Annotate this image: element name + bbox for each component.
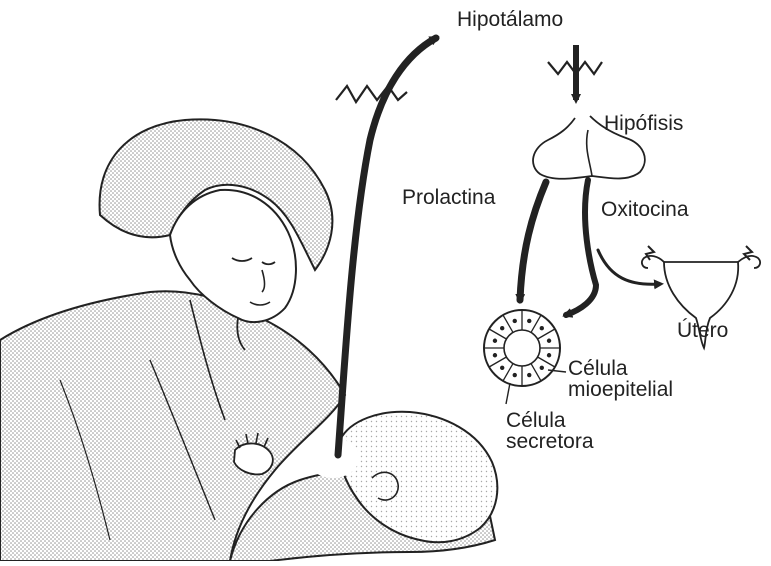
alveolus-cell-nucleus <box>500 366 504 370</box>
alveolus-cell-nucleus <box>547 353 551 357</box>
hypothalamus-label: Hipotálamo <box>457 8 563 31</box>
uterus-left-ovary <box>646 246 654 260</box>
secretory-label-line2: secretora <box>506 430 594 453</box>
oxytocin-label: Oxitocina <box>601 198 689 221</box>
alveolus-cell-nucleus <box>527 373 531 377</box>
uterus-left-tube <box>642 256 664 268</box>
secretory-label-line1: Célula <box>506 409 566 432</box>
breast-contact <box>307 438 359 478</box>
afferent-nerve-arrow <box>338 38 436 455</box>
alveolus-cell-nucleus <box>547 339 551 343</box>
myoepithelial-label-line1: Célula <box>568 357 628 380</box>
nerve-signal-zigzag <box>336 86 407 102</box>
alveolus <box>484 310 560 386</box>
alveolus-cell-nucleus <box>540 326 544 330</box>
alveolus-cell-nucleus <box>493 339 497 343</box>
alveolus-cell-nucleus <box>513 319 517 323</box>
pituitary-label: Hipófisis <box>604 112 683 135</box>
prolactin-label: Prolactina <box>402 186 495 209</box>
myoepithelial-label-line2: mioepitelial <box>568 378 673 401</box>
alveolus-cell-nucleus <box>540 366 544 370</box>
oxytocin-arrow <box>566 180 596 315</box>
alveolus-cell-nucleus <box>513 373 517 377</box>
secretory-pointer <box>506 383 510 404</box>
alveolus-cell-nucleus <box>500 326 504 330</box>
alveolus-cell-nucleus <box>527 319 531 323</box>
uterus-label: Útero <box>677 319 728 342</box>
alveolus-cell-nucleus <box>493 353 497 357</box>
prolactin-arrow <box>520 182 546 300</box>
